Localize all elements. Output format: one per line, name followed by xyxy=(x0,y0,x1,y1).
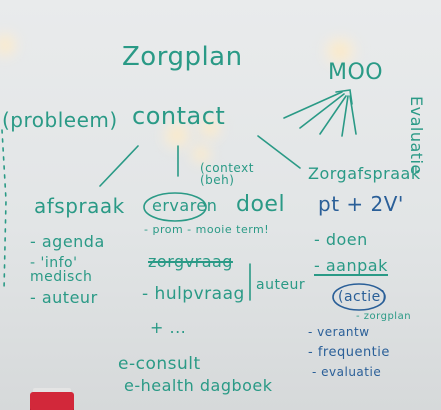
econsult-label: e-consult xyxy=(118,354,201,374)
zorgafspraak-header: Zorgafspraak xyxy=(308,164,421,183)
ehealth-label: e-health dagboek xyxy=(124,376,273,395)
probleem-label: (probleem) xyxy=(2,108,118,132)
zorgafspraak-item: - evaluatie xyxy=(312,365,382,379)
afspraak-item: - agenda xyxy=(30,232,105,251)
pt-2v-label: pt + 2V' xyxy=(318,192,404,216)
board-title: Zorgplan xyxy=(122,42,243,72)
ceiling-light-glare xyxy=(0,30,20,60)
zorgafspraak-item: - verantw xyxy=(308,325,370,339)
arrow-line xyxy=(299,93,345,129)
afspraak-item: - auteur xyxy=(30,288,98,307)
actie-label: (actie) xyxy=(338,289,387,305)
middle-item: zorgvraag xyxy=(148,252,233,271)
zorgafspraak-item: - frequentie xyxy=(308,345,390,360)
moo-label: MOO xyxy=(328,60,384,85)
eraser-top xyxy=(33,388,71,394)
arrow-line xyxy=(283,91,343,119)
zorgafspraak-item: - doen xyxy=(314,230,368,249)
arrow-head xyxy=(335,89,353,105)
context-note: (context (beh) xyxy=(200,161,254,187)
zorgafspraak-item: - aanpak xyxy=(314,256,388,276)
middle-item: + ... xyxy=(150,318,187,337)
arrow-line xyxy=(341,95,349,137)
ervaren-label: ervaren xyxy=(152,196,218,215)
afspraak-item: - 'info' medisch xyxy=(30,255,93,285)
whiteboard-eraser xyxy=(30,392,74,410)
middle-item: - hulpvraag xyxy=(142,284,245,304)
afspraak-header: afspraak xyxy=(34,194,125,218)
auteur-note: auteur xyxy=(256,277,306,293)
contact-label: contact xyxy=(132,102,226,130)
ervaren-note: - prom - mooie term! xyxy=(144,223,270,236)
connector-line xyxy=(99,145,139,187)
arrow-line xyxy=(349,95,357,135)
doel-label: doel xyxy=(236,192,286,217)
zorgafspraak-item: - zorgplan xyxy=(356,311,412,322)
arrow-line xyxy=(319,95,347,135)
dotted-line xyxy=(1,129,7,291)
